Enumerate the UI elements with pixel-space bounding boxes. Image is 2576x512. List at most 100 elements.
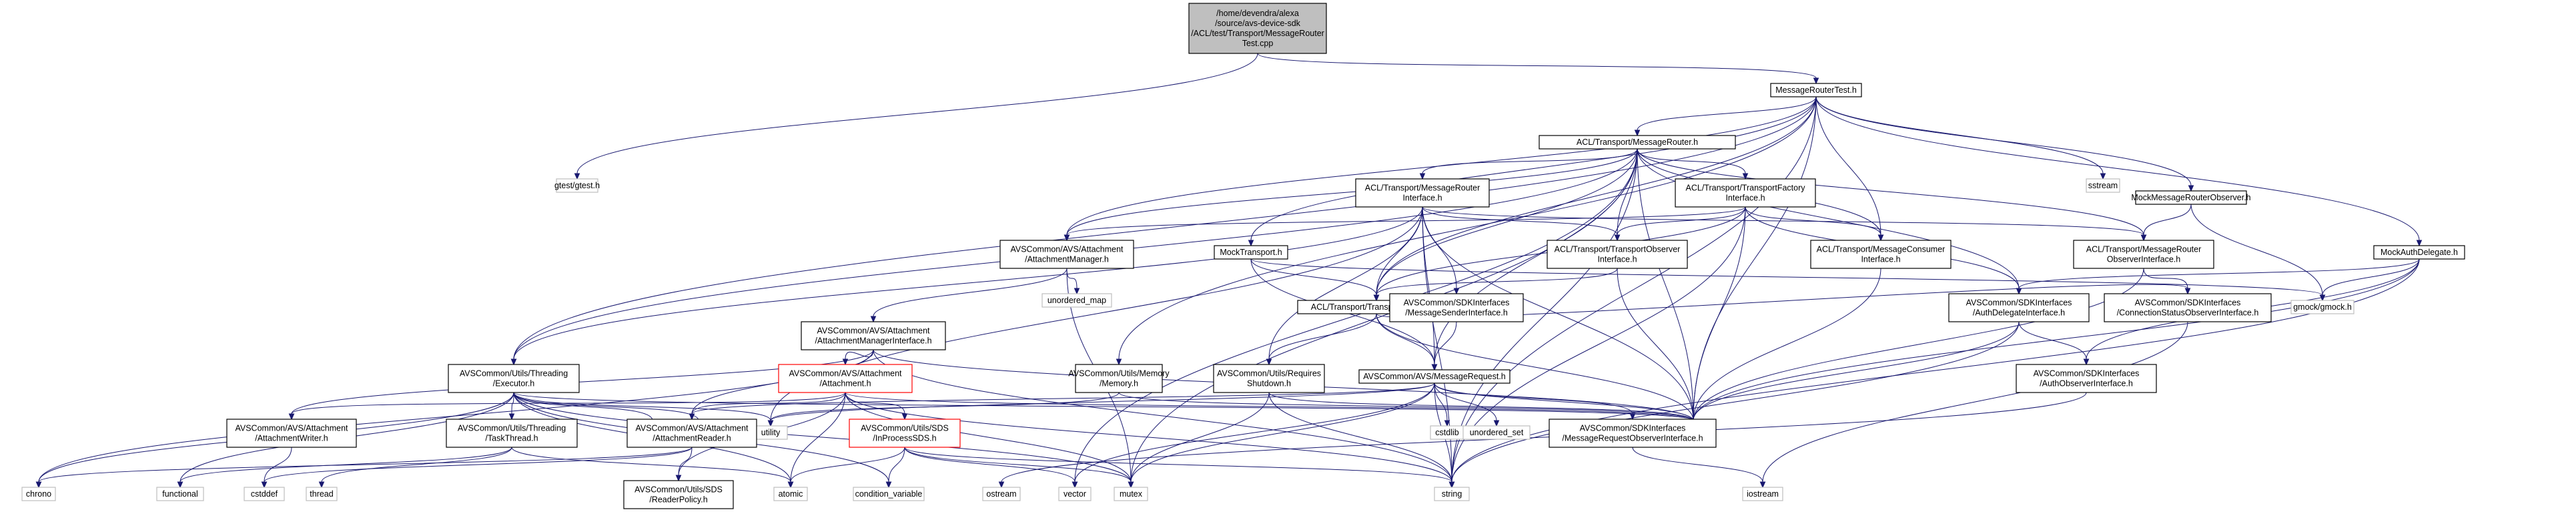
node-msgrequest: AVSCommon/AVS/MessageRequest.h — [1358, 369, 1511, 384]
node-label: /MessageRequestObserverInterface.h — [1562, 434, 1703, 443]
edge-inprocsds-to-atomic — [787, 447, 905, 489]
node-label: ObserverInterface.h — [2107, 255, 2181, 264]
node-label: AVSCommon/Utils/SDS — [634, 485, 723, 495]
edge-mockobs-to-routerobs — [2140, 204, 2192, 242]
node-label: Interface.h — [1402, 194, 1442, 203]
edge-authdeleg-to-string — [1448, 321, 2020, 489]
node-box — [306, 487, 338, 501]
node-label: thread — [310, 489, 333, 499]
node-label: AVSCommon/AVS/Attachment — [817, 326, 930, 336]
node-attmgr: AVSCommon/AVS/Attachment/AttachmentManag… — [999, 240, 1134, 269]
node-label: unordered_map — [1047, 296, 1106, 305]
node-label: /source/avs-device-sdk — [1215, 19, 1301, 28]
edge-authobs-to-ostream — [998, 392, 2087, 489]
node-box — [999, 240, 1134, 269]
node-label: ACL/Transport/TransportFactory — [1686, 184, 1806, 193]
edge-aclrouter-to-tfactory — [1637, 148, 1749, 180]
node-label: ACL/Transport/MessageRouter.h — [1577, 138, 1698, 147]
edge-inprocsds-to-mutex — [904, 447, 1134, 489]
node-condvar: condition_variable — [853, 487, 925, 501]
edge-mrtest-to-mocktransport — [1248, 96, 1817, 247]
node-label: ACL/Transport/MessageRouter — [2086, 245, 2202, 254]
node-unordered_set: unordered_set — [1462, 425, 1531, 440]
edge-attachment-to-attwriter — [288, 392, 846, 421]
edge-routeriface-to-executor — [510, 206, 1423, 366]
edge-routeriface-to-string — [1422, 206, 1455, 489]
node-box — [1770, 83, 1862, 97]
edge-root-to-mrtest — [1257, 53, 1819, 85]
node-label: Interface.h — [1597, 255, 1637, 264]
node-box — [2086, 178, 2120, 193]
node-cstdlib: cstdlib — [1430, 425, 1464, 440]
node-box — [1214, 245, 1288, 260]
edge-tobsiface-to-tiface — [1373, 268, 1618, 302]
node-label: functional — [162, 489, 198, 499]
edge-authdeleg-to-memory — [1690, 321, 2020, 427]
node-label: MockMessageRouterObserver.h — [2131, 193, 2250, 202]
edge-mockauth-to-memory — [1690, 258, 2420, 427]
edge-msgrequest-to-mutex — [1128, 382, 1435, 489]
edge-msgrequest-to-unordered_set — [1434, 382, 1500, 427]
edge-mrtest-to-attmgr — [1063, 96, 1817, 242]
node-box — [778, 364, 913, 393]
node-label: AVSCommon/Utils/Requires — [1217, 369, 1321, 378]
node-label: AVSCommon/AVS/Attachment — [235, 424, 348, 433]
edge-mocktransport-to-tiface — [1250, 258, 1380, 302]
node-box — [1539, 135, 1736, 150]
edge-reqobs-to-iostream — [1632, 447, 1766, 489]
node-box — [626, 419, 757, 448]
graph-nodes: /home/devendra/alexa/source/avs-device-s… — [21, 3, 2465, 509]
edge-routerobs-to-memory — [1690, 268, 2144, 427]
edge-routeriface-to-reqshutdown — [1266, 206, 1423, 366]
node-aclrouter: ACL/Transport/MessageRouter.h — [1539, 135, 1736, 150]
edge-msgrequest-to-attreader — [689, 382, 1435, 421]
node-box — [2290, 300, 2354, 314]
node-label: Shutdown.h — [1247, 379, 1291, 389]
node-box — [21, 487, 56, 501]
node-label: AVSCommon/SDKInterfaces — [1580, 424, 1686, 433]
node-label: /MessageSenderInterface.h — [1405, 308, 1508, 318]
edge-msgrequest-to-reqobs — [1434, 382, 1636, 421]
edge-tiface-to-reqshutdown — [1266, 313, 1377, 366]
node-box — [1810, 240, 1952, 269]
node-label: /ACL/test/Transport/MessageRouter — [1191, 29, 1324, 38]
node-label: condition_variable — [855, 489, 923, 499]
node-tfactory: ACL/Transport/TransportFactoryInterface.… — [1675, 178, 1816, 208]
node-box — [1358, 369, 1511, 384]
edge-root-to-gtest — [574, 53, 1258, 180]
node-label: /AttachmentWriter.h — [255, 434, 328, 443]
edge-attmgr-to-unordered_map — [1066, 268, 1080, 295]
node-label: Interface.h — [1861, 255, 1900, 264]
node-box — [982, 487, 1021, 501]
node-label: /AttachmentManager.h — [1025, 255, 1109, 264]
node-label: /AuthDelegateInterface.h — [1973, 308, 2065, 318]
node-functional: functional — [156, 487, 204, 501]
node-label: cstdlib — [1435, 428, 1458, 437]
edge-routeriface-to-utility — [767, 206, 1423, 427]
node-box — [853, 487, 925, 501]
node-attreader: AVSCommon/AVS/Attachment/AttachmentReade… — [626, 419, 757, 448]
edge-consumer-to-memory — [1690, 268, 1881, 427]
node-label: MockTransport.h — [1220, 248, 1282, 257]
node-label: ACL/Transport/MessageRouter — [1365, 184, 1480, 193]
node-box — [1355, 178, 1490, 208]
node-box — [2073, 240, 2214, 269]
node-attachment: AVSCommon/AVS/Attachment/Attachment.h — [778, 364, 913, 393]
edge-attreader-to-readerpolicy — [675, 447, 693, 482]
node-label: sstream — [2088, 181, 2118, 190]
node-label: AVSCommon/SDKInterfaces — [2034, 369, 2140, 378]
node-label: atomic — [779, 489, 803, 499]
node-label: AVSCommon/AVS/Attachment — [789, 369, 902, 378]
node-box — [2104, 293, 2272, 322]
node-label: /InProcessSDS.h — [873, 434, 936, 443]
edge-inprocsds-to-vector — [904, 447, 1078, 489]
node-label: ACL/Transport/TransportObserver — [1555, 245, 1681, 254]
edge-mrtest-to-sstream — [1815, 96, 2106, 180]
node-box — [226, 419, 357, 448]
node-box — [1948, 293, 2090, 322]
node-label: /Memory.h — [1100, 379, 1138, 389]
node-label: cstddef — [251, 489, 278, 499]
node-label: MessageRouterTest.h — [1775, 85, 1857, 95]
node-gtest: gtest/gtest.h — [554, 178, 600, 193]
